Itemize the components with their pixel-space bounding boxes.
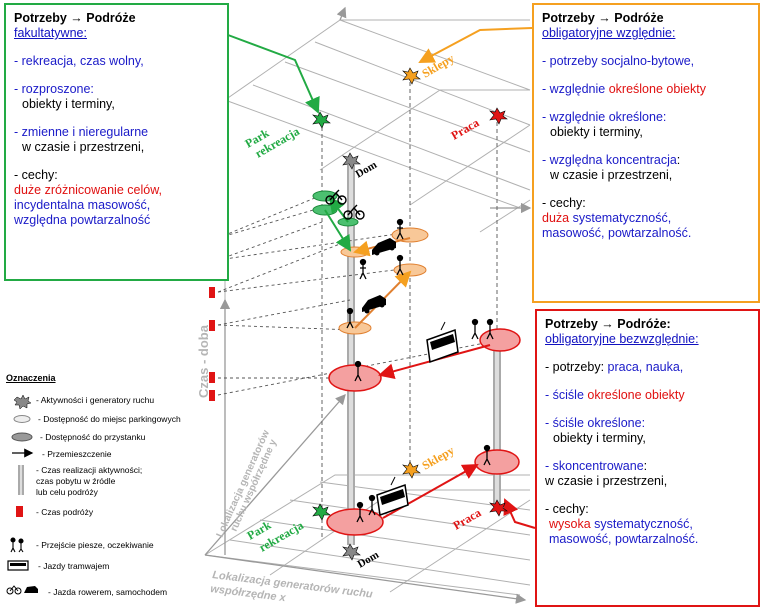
sklepy-bottom-label: Sklepy	[420, 443, 457, 472]
panel-br-item-3a: - ściśle określone:	[545, 416, 646, 430]
panel-br-item-2b: określone obiekty	[587, 388, 685, 402]
pedestrian-icons	[346, 218, 494, 523]
panel-absolute-obligatory: Potrzeby → Podróże: obligatoryjne bezwzg…	[535, 309, 760, 607]
bicycle-icon	[325, 189, 365, 220]
panel-br-item-1a: - potrzeby:	[545, 360, 608, 374]
legend-item-activity-time-2: czas pobytu w źródle	[36, 476, 116, 486]
panel-br-cechy-1: systematyczność,	[594, 517, 693, 531]
panel-br-item-4a: - skoncentrowane	[545, 459, 644, 473]
panel-tr-subtitle: obligatoryjne względnie:	[542, 26, 676, 40]
sklepy-bottom-star	[402, 461, 421, 479]
panel-br-item-3b: obiekty i terminy,	[553, 431, 646, 445]
panel-tr-cechy-label: - cechy:	[542, 196, 586, 210]
dom-bottom-label: Dom	[356, 549, 382, 571]
panel-left-subtitle: fakultatywne:	[14, 26, 87, 40]
praca-top-star	[489, 107, 508, 125]
panel-left-item-2b: obiekty i terminy,	[22, 97, 115, 111]
panel-left-item-1: - rekreacja, czas wolny,	[14, 54, 144, 68]
panel-tr-item-2b: określone obiekty	[608, 82, 706, 96]
legend-item-tram: - Jazdy tramwajem	[38, 561, 110, 571]
activity-generators	[312, 67, 508, 561]
legend-title: Oznaczenia	[6, 373, 56, 383]
legend-item-travel-time: - Czas podróży	[36, 507, 94, 517]
panel-tr-item-1: - potrzeby socjalno-bytowe,	[542, 54, 695, 68]
tram-icon	[376, 321, 459, 517]
legend-item-stop: - Dostępność do przystanku	[40, 432, 146, 442]
panel-left-title: Potrzeby → Podróże	[14, 11, 136, 25]
callout-arrows	[227, 27, 536, 529]
sklepy-top-star	[402, 67, 421, 85]
legend-item-movement: - Przemieszczenie	[42, 449, 112, 459]
vehicles	[325, 189, 494, 523]
panel-br-item-1b: praca, nauka,	[607, 360, 684, 374]
legend-item-activity-time-1: - Czas realizacji aktywności;	[36, 465, 143, 475]
panel-br-subtitle: obligatoryjne bezwzględnie:	[545, 332, 699, 346]
time-bars	[347, 165, 501, 545]
panel-tr-cechy-1: systematyczność,	[572, 211, 672, 225]
panel-tr-item-3a: - względnie określone:	[542, 110, 667, 124]
panel-tr-item-3b: obiekty i terminy,	[550, 125, 643, 139]
park-bottom-star	[312, 503, 331, 521]
panel-facultative: Potrzeby → Podróże fakultatywne: - rekre…	[4, 3, 229, 281]
panel-tr-item-2a: - względnie	[542, 82, 609, 96]
panel-br-cechy-red: wysoka	[549, 517, 595, 531]
panel-left-item-2a: - rozproszone:	[14, 82, 94, 96]
park-top-star	[312, 111, 331, 129]
time-projection-lines	[217, 194, 501, 396]
legend-item-activity: - Aktywności i generatory ruchu	[36, 395, 155, 405]
dom-bottom-star	[342, 543, 361, 561]
legend: Oznaczenia - Aktywności i generatory ruc…	[6, 373, 206, 597]
praca-bottom-star	[489, 499, 508, 517]
panel-left-cechy-3: względna powtarzalność	[14, 213, 151, 227]
panel-left-item-3a: - zmienne i nieregularne	[14, 125, 149, 139]
legend-item-parking: - Dostępność do miejsc parkingowych	[38, 414, 181, 424]
sklepy-top-label: Sklepy	[420, 51, 457, 80]
legend-item-walk: - Przejście piesze, oczekiwanie	[36, 540, 154, 550]
axis-time-label: Czas - doba	[196, 324, 211, 398]
panel-tr-cechy-red: duża	[542, 211, 573, 225]
panel-left-cechy-label: - cechy:	[14, 168, 58, 182]
panel-tr-title: Potrzeby → Podróże	[542, 11, 664, 25]
panel-left-item-3b: w czasie i przestrzeni,	[22, 140, 145, 154]
panel-br-item-2a: - ściśle	[545, 388, 588, 402]
panel-relative-obligatory: Potrzeby → Podróże obligatoryjne względn…	[532, 3, 760, 303]
panel-tr-item-4-colon: :	[676, 153, 681, 167]
panel-br-item-4b: w czasie i przestrzeni,	[545, 474, 668, 488]
panel-tr-item-4b: w czasie i przestrzeni,	[550, 168, 673, 182]
legend-graphics	[6, 394, 38, 595]
dom-top-star	[342, 152, 361, 170]
praca-top-label: Praca	[449, 115, 482, 142]
car-icon	[362, 238, 396, 314]
legend-item-bike-car: - Jazda rowerem, samochodem	[48, 587, 168, 597]
panel-br-item-4-colon: :	[643, 459, 648, 473]
panel-br-cechy-label: - cechy:	[545, 502, 589, 516]
panel-br-title: Potrzeby → Podróże:	[545, 317, 671, 331]
praca-bottom-label: Praca	[451, 505, 484, 532]
panel-br-cechy-2: masowość, powtarzalność.	[549, 532, 699, 546]
panel-left-cechy-2: incydentalna masowość,	[14, 198, 151, 212]
panel-tr-item-4a: - względna koncentracja	[542, 153, 677, 167]
stop-access-areas	[326, 328, 521, 536]
panel-tr-cechy-2: masowość, powtarzalność.	[542, 226, 692, 240]
legend-item-activity-time-3: lub celu podróży	[36, 487, 98, 497]
panel-left-cechy-1: duże zróżnicowanie celów,	[14, 183, 162, 197]
